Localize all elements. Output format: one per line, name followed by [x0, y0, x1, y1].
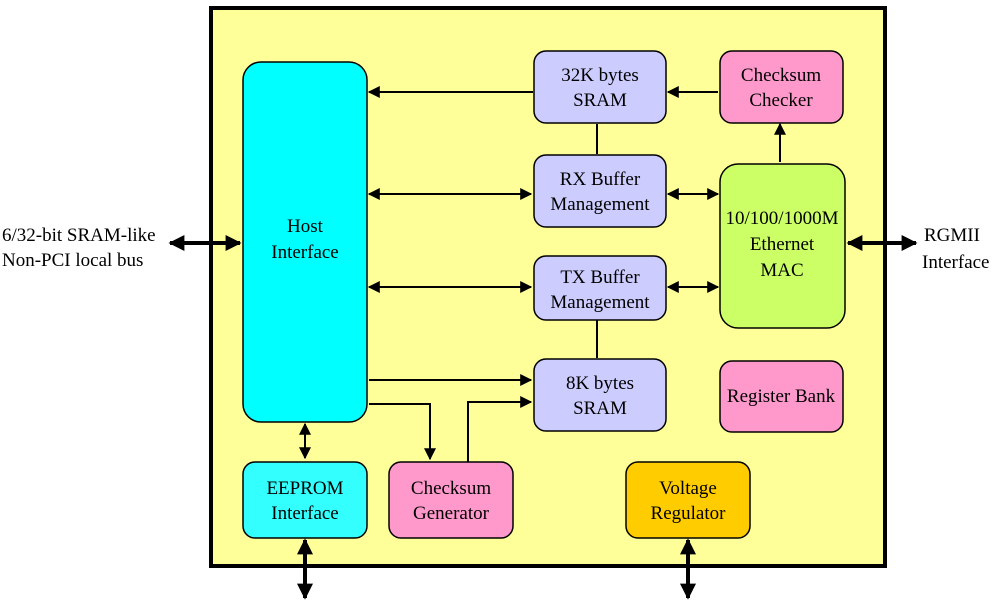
checksum-checker-line-2: Checker — [749, 90, 813, 111]
external-buses — [168, 235, 918, 600]
local-bus-label: 6/32-bit SRAM-like Non-PCI local bus — [2, 225, 156, 271]
connections — [299, 86, 786, 464]
sram-8k-line-1: 8K bytes — [566, 373, 634, 394]
ethernet-mac-line-1: 10/100/1000M — [726, 208, 839, 229]
rx-buffer-block: RX Buffer Management — [533, 154, 667, 228]
checksum-checker-line-1: Checksum — [741, 65, 821, 86]
wire-generator-to-sram8 — [467, 396, 533, 464]
host-interface-line-2: Interface — [271, 242, 339, 263]
voltage-regulator-line-1: Voltage — [659, 478, 717, 499]
checksum-generator-line-2: Generator — [413, 503, 490, 524]
checksum-generator-line-1: Checksum — [411, 478, 491, 499]
ethernet-mac-block: 10/100/1000M Ethernet MAC — [719, 163, 846, 329]
tx-buffer-block: TX Buffer Management — [533, 255, 667, 321]
local-bus-line-1: 6/32-bit SRAM-like — [2, 225, 156, 246]
register-bank-label: Register Bank — [727, 386, 836, 407]
sram-8k-block: 8K bytes SRAM — [533, 358, 667, 432]
ethernet-mac-line-3: MAC — [760, 260, 803, 281]
sram-32k-line-1: 32K bytes — [561, 65, 639, 86]
rx-buffer-line-2: Management — [550, 194, 650, 215]
checksum-generator-block: Checksum Generator — [388, 461, 514, 539]
rx-buffer-line-1: RX Buffer — [560, 169, 641, 190]
voltage-regulator-block: Voltage Regulator — [625, 461, 751, 539]
ethernet-mac-line-2: Ethernet — [750, 234, 815, 255]
host-interface-line-1: Host — [287, 216, 324, 237]
eeprom-line-2: Interface — [271, 503, 339, 524]
rgmii-line-2: Interface — [922, 252, 990, 273]
host-interface-block: Host Interface — [242, 61, 368, 423]
eeprom-line-1: EEPROM — [266, 478, 343, 499]
rgmii-label: RGMII Interface — [922, 225, 990, 273]
wire-host-to-generator — [369, 403, 436, 461]
sram-32k-block: 32K bytes SRAM — [533, 50, 667, 124]
tx-buffer-line-1: TX Buffer — [560, 267, 640, 288]
eeprom-interface-block: EEPROM Interface — [242, 461, 368, 539]
sram-32k-line-2: SRAM — [573, 90, 627, 111]
sram-8k-line-2: SRAM — [573, 398, 627, 419]
checksum-checker-block: Checksum Checker — [719, 50, 844, 124]
voltage-regulator-line-2: Regulator — [651, 503, 727, 524]
register-bank-block: Register Bank — [719, 360, 844, 433]
tx-buffer-line-2: Management — [550, 292, 650, 313]
local-bus-line-2: Non-PCI local bus — [2, 250, 143, 271]
rgmii-line-1: RGMII — [924, 225, 980, 246]
